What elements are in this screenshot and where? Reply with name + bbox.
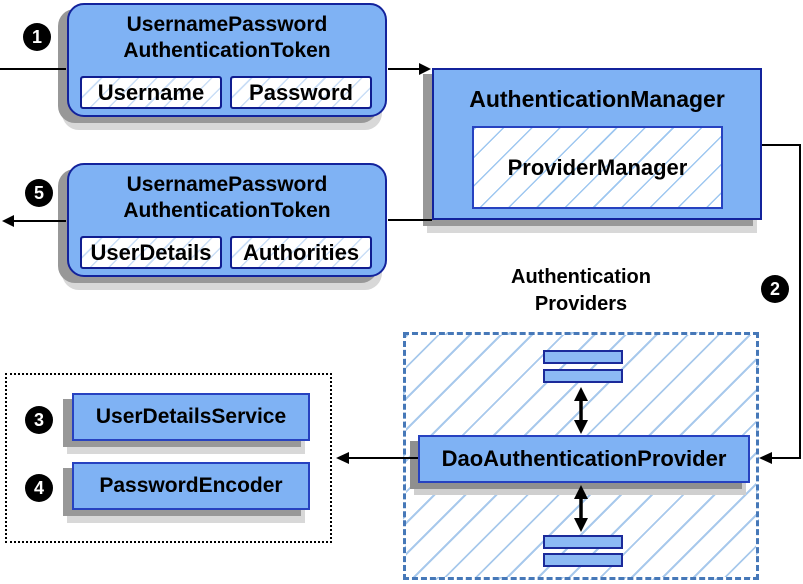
userdetails-field-box: UserDetails (80, 236, 222, 269)
provider-stack-bar (543, 553, 623, 567)
token-response-box: UsernamePassword AuthenticationToken Use… (67, 163, 387, 277)
arrow-manager-to-dao (759, 144, 801, 464)
step-1-badge: 1 (23, 23, 51, 51)
provider-stack-bar (543, 369, 623, 383)
password-field-box: Password (230, 76, 372, 109)
token-response-fields: UserDetails Authorities (80, 236, 372, 269)
token-request-fields: Username Password (80, 76, 372, 109)
username-field-box: Username (80, 76, 222, 109)
authentication-manager-title: AuthenticationManager (469, 86, 725, 112)
step-2-badge: 2 (761, 275, 789, 303)
authentication-manager-box: AuthenticationManager ProviderManager (432, 68, 762, 220)
provider-manager-box: ProviderManager (472, 126, 723, 209)
password-encoder-box: PasswordEncoder (72, 462, 310, 510)
step-5-badge: 5 (25, 179, 53, 207)
token-request-title: UsernamePassword AuthenticationToken (123, 13, 331, 62)
user-details-service-box: UserDetailsService (72, 393, 310, 441)
authorities-field-box: Authorities (230, 236, 372, 269)
arrow-response-out (2, 215, 66, 227)
arrow-request-to-manager (388, 63, 431, 75)
dao-authentication-provider-box: DaoAuthenticationProvider (418, 435, 750, 483)
provider-stack-bar (543, 350, 623, 364)
step-3-badge: 3 (25, 406, 53, 434)
token-response-title: UsernamePassword AuthenticationToken (123, 173, 331, 222)
provider-stack-bar (543, 535, 623, 549)
token-request-box: UsernamePassword AuthenticationToken Use… (67, 3, 387, 117)
authentication-providers-label: Authentication Providers (511, 266, 651, 315)
step-4-badge: 4 (25, 474, 53, 502)
